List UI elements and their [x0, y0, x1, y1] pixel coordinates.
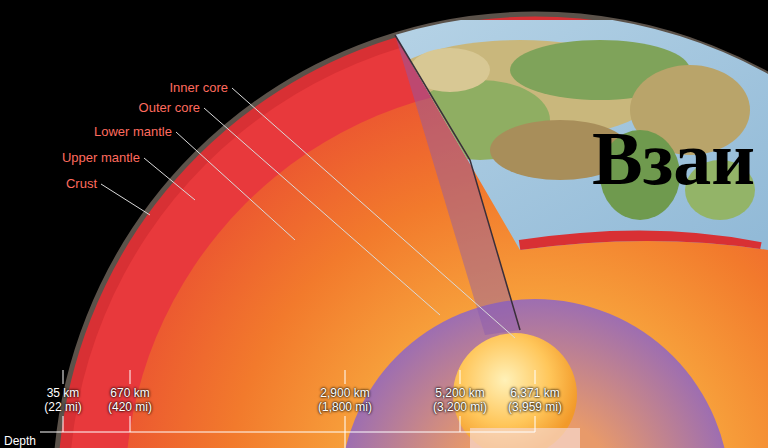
- earth-layers: [55, 14, 768, 448]
- depth-value: 2,900 km: [320, 386, 369, 400]
- depth-value: 6,371 km: [510, 386, 559, 400]
- crust: [55, 14, 768, 448]
- layer-label: Upper mantle: [62, 150, 140, 165]
- depth-value: 5,200 km: [435, 386, 484, 400]
- cut-line: [395, 35, 520, 330]
- upper-mantle: [69, 28, 768, 448]
- layer-label: Inner core: [169, 80, 228, 95]
- core-highlight: [470, 428, 580, 448]
- depth-scale: [40, 370, 535, 448]
- depth-value: (420 mi): [108, 400, 152, 414]
- axis-label: Depth: [4, 434, 36, 448]
- depth-value: (22 mi): [44, 400, 81, 414]
- depth-value: 35 km: [47, 386, 80, 400]
- depth-value: (1,800 mi): [318, 400, 372, 414]
- depth-value: (3,200 mi): [433, 400, 487, 414]
- layer-label: Crust: [66, 176, 97, 191]
- depth-value: (3,959 mi): [508, 400, 562, 414]
- layer-label: Outer core: [139, 100, 200, 115]
- outer-core: [340, 299, 730, 448]
- surface-map: [380, 20, 768, 260]
- title-text: Взаи: [592, 118, 755, 198]
- depth-value: 670 km: [110, 386, 149, 400]
- layer-label: Lower mantle: [94, 124, 172, 139]
